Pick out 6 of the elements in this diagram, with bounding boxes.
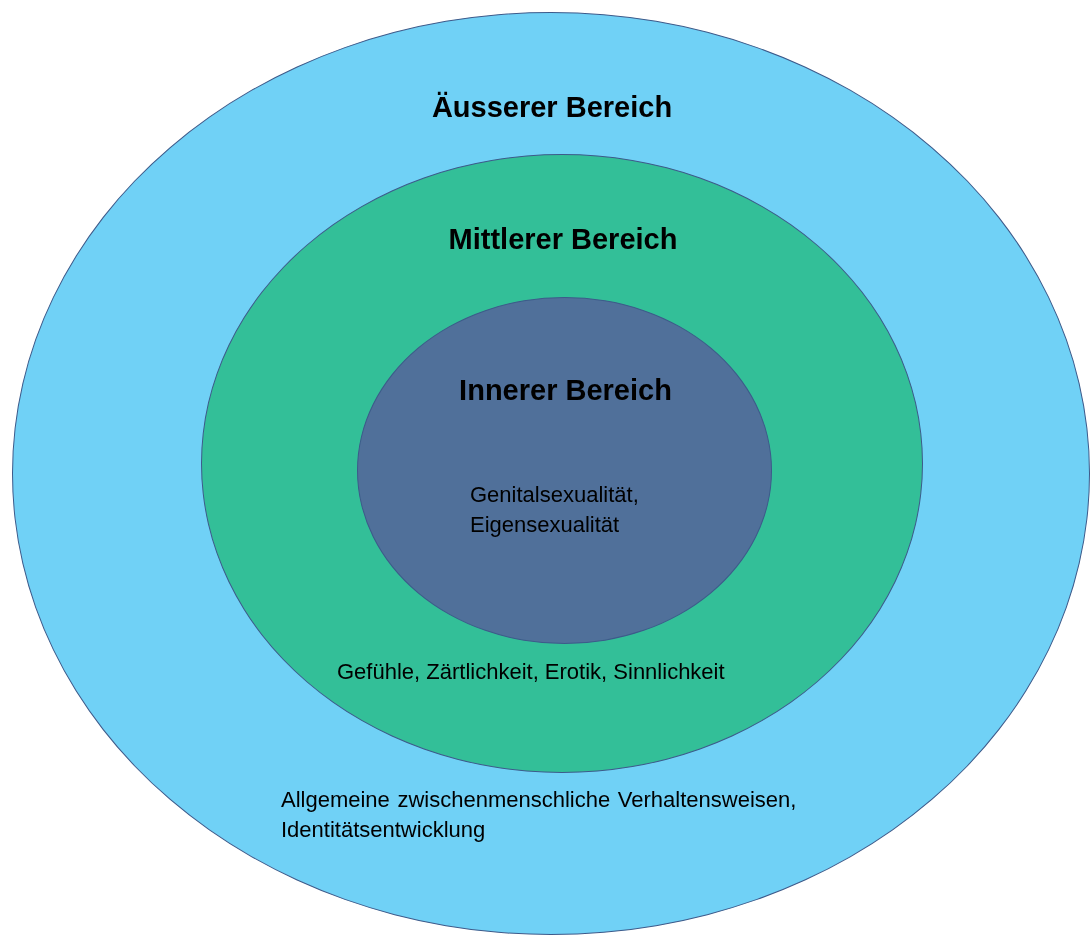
ring-description: Gefühle, Zärtlichkeit, Erotik, Sinnlichkeit (337, 658, 726, 686)
ring-description: Genitalsexualität, Eigensexualität (470, 481, 640, 539)
ring-title: Mittlerer Bereich (447, 223, 679, 256)
ring-description: Allgemeine zwischenmenschliche Verhaltensweisen, Identitätsentwicklung (281, 786, 798, 844)
ring-title: Innerer Bereich (458, 374, 673, 407)
ring-title: Äusserer Bereich (430, 91, 674, 124)
